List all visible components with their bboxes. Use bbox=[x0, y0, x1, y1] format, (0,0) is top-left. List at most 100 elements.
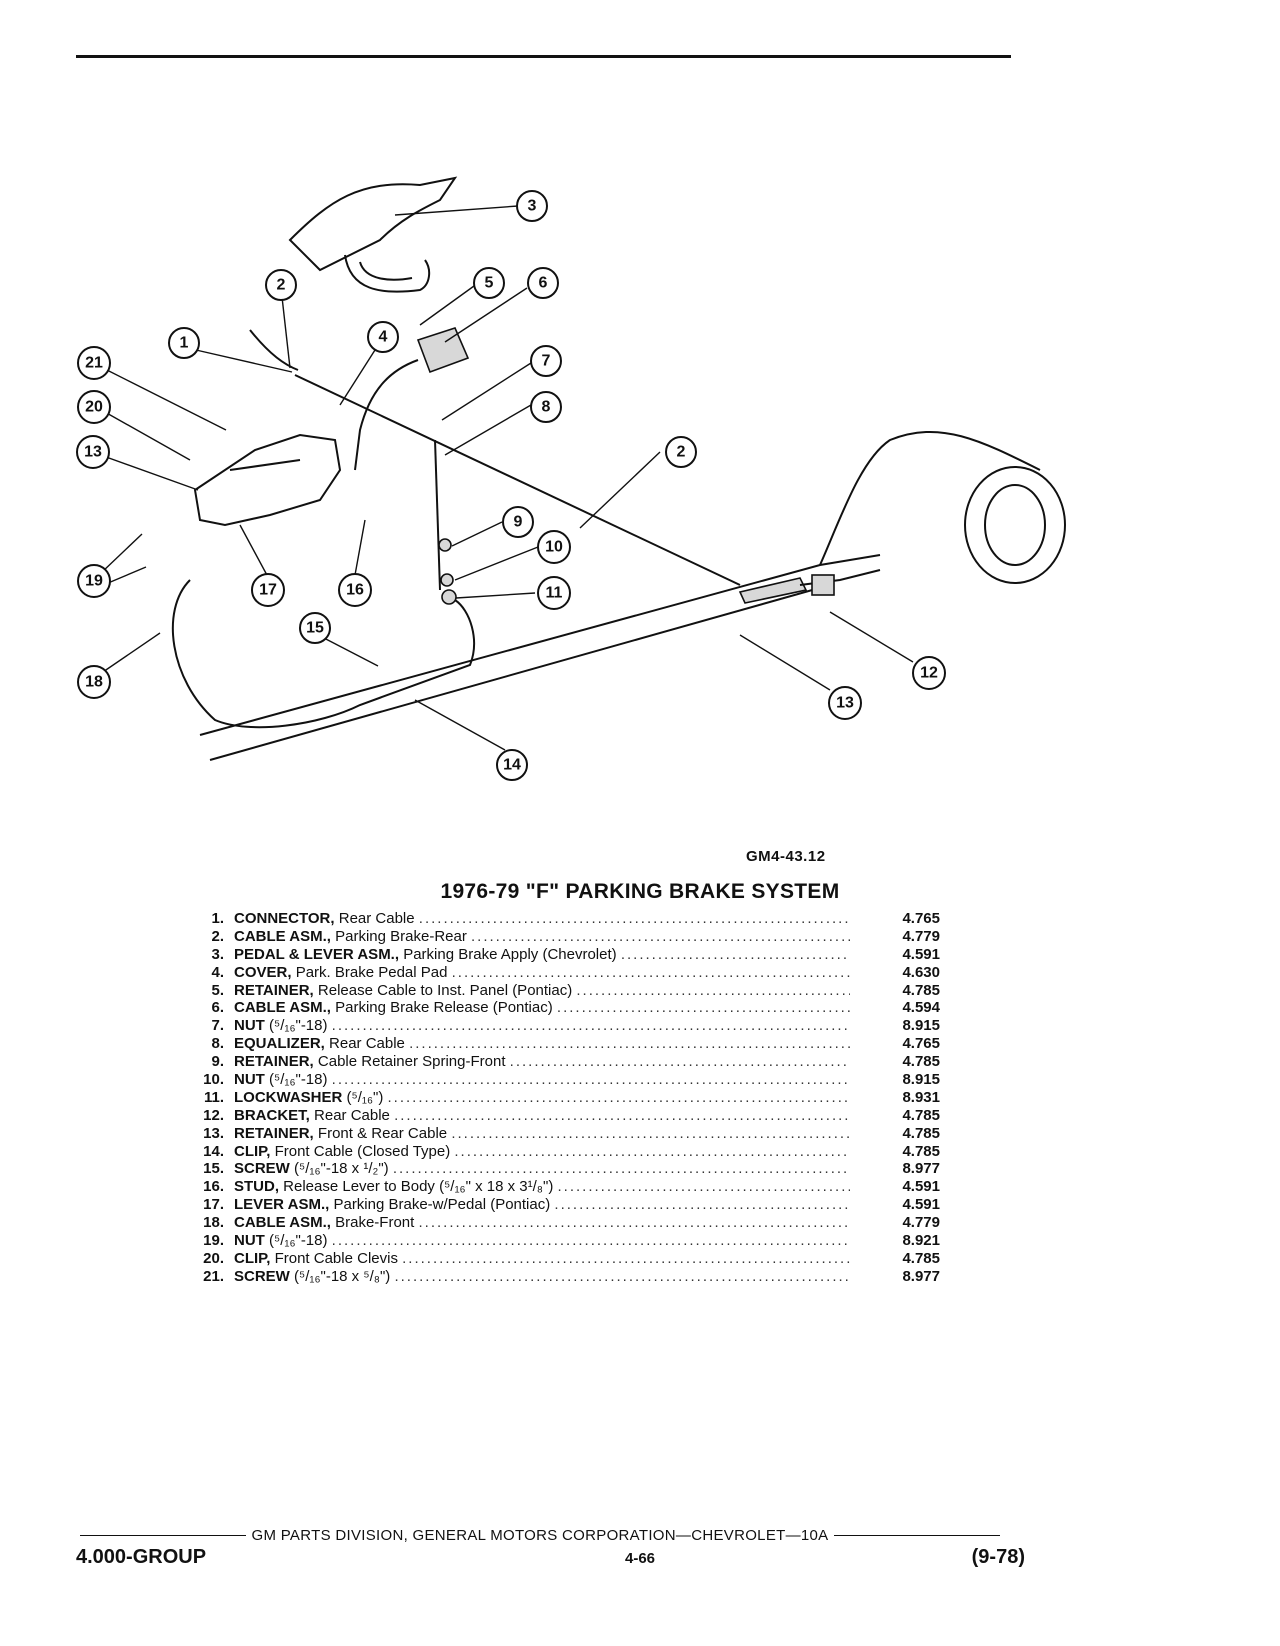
part-number: 12. bbox=[203, 1106, 224, 1124]
callout-1: 1 bbox=[168, 327, 200, 359]
parts-row: 18.CABLE ASM., Brake-Front .............… bbox=[180, 1214, 940, 1232]
part-number: 14. bbox=[203, 1142, 224, 1160]
group-number: 4.785 bbox=[902, 1053, 940, 1071]
part-description: RETAINER, Front & Rear Cable ...........… bbox=[234, 1125, 850, 1143]
dot-leader: ........................................… bbox=[394, 1267, 850, 1285]
part-detail: Parking Brake-Rear bbox=[335, 927, 467, 945]
group-number: 4.785 bbox=[902, 1124, 940, 1142]
figure-code: GM4-43.12 bbox=[746, 848, 826, 865]
diagram-drawing bbox=[171, 176, 1066, 761]
part-name: CABLE ASM., bbox=[234, 999, 331, 1017]
part-detail: (⁵/₁₆"-18) bbox=[269, 1017, 328, 1035]
part-name: PEDAL & LEVER ASM., bbox=[234, 945, 400, 963]
part-name: CLIP, bbox=[234, 1249, 271, 1267]
callout-21: 21 bbox=[77, 346, 111, 380]
dot-leader: ........................................… bbox=[331, 1232, 850, 1250]
part-detail: Front Cable Clevis bbox=[274, 1249, 398, 1267]
dot-leader: ........................................… bbox=[387, 1088, 851, 1106]
part-name: SCREW bbox=[234, 1160, 290, 1178]
part-name: RETAINER, bbox=[234, 981, 314, 999]
callout-14: 14 bbox=[496, 749, 528, 781]
part-number: 3. bbox=[211, 945, 224, 963]
group-number: 4.785 bbox=[902, 1106, 940, 1124]
callout-4: 4 bbox=[367, 321, 399, 353]
part-name: LEVER ASM., bbox=[234, 1196, 330, 1214]
group-number: 8.977 bbox=[902, 1267, 940, 1285]
part-description: CABLE ASM., Brake-Front ................… bbox=[234, 1214, 850, 1232]
parts-row: 19.NUT (⁵/₁₆"-18) ......................… bbox=[180, 1232, 940, 1250]
callout-20: 20 bbox=[77, 390, 111, 424]
part-number: 5. bbox=[211, 981, 224, 999]
callout-12: 12 bbox=[912, 656, 946, 690]
group-number: 4.785 bbox=[902, 1142, 940, 1160]
group-number: 4.779 bbox=[902, 927, 940, 945]
callout-2-upper: 2 bbox=[265, 269, 297, 301]
parts-row: 3. PEDAL & LEVER ASM., Parking Brake Appl… bbox=[180, 946, 940, 964]
part-description: BRACKET, Rear Cable ....................… bbox=[234, 1107, 850, 1125]
group-number: 4.765 bbox=[902, 1035, 940, 1053]
parts-row: 14.CLIP, Front Cable (Closed Type) .....… bbox=[180, 1143, 940, 1161]
svg-text:13: 13 bbox=[836, 695, 854, 712]
part-detail: Rear Cable bbox=[338, 910, 415, 927]
parts-row: 1.CONNECTOR, Rear Cable ................… bbox=[180, 910, 940, 928]
part-description: COVER, Park. Brake Pedal Pad ...........… bbox=[234, 964, 850, 982]
svg-text:16: 16 bbox=[346, 582, 364, 599]
parts-row: 17. LEVER ASM., Parking Brake-w/Pedal (Po… bbox=[180, 1196, 940, 1214]
part-number: 17. bbox=[203, 1196, 224, 1214]
svg-text:20: 20 bbox=[85, 399, 103, 416]
svg-text:2: 2 bbox=[677, 444, 686, 461]
svg-text:5: 5 bbox=[485, 275, 494, 292]
part-detail: (⁵/₁₆"-18 x ¹/₂") bbox=[294, 1160, 389, 1178]
part-name: RETAINER, bbox=[234, 1124, 314, 1142]
part-detail: Release Cable to Inst. Panel (Pontiac) bbox=[317, 981, 573, 999]
parts-row: 15.SCREW (⁵/₁₆"-18 x ¹/₂") .............… bbox=[180, 1160, 940, 1178]
parts-table-title: 1976-79 "F" PARKING BRAKE SYSTEM bbox=[440, 880, 840, 903]
svg-text:4: 4 bbox=[379, 329, 388, 346]
callout-13-left: 13 bbox=[76, 435, 110, 469]
part-detail: Parking Brake Apply (Chevrolet) bbox=[403, 945, 617, 963]
part-description: SCREW (⁵/₁₆"-18 x ⁵/₈") ................… bbox=[234, 1268, 850, 1286]
svg-text:18: 18 bbox=[85, 674, 103, 691]
svg-text:11: 11 bbox=[546, 585, 563, 602]
svg-text:1: 1 bbox=[180, 335, 189, 352]
part-name: NUT bbox=[234, 1232, 265, 1250]
callout-8: 8 bbox=[530, 391, 562, 423]
part-number: 9. bbox=[211, 1053, 224, 1071]
dot-leader: ........................................… bbox=[451, 1124, 850, 1142]
footer-division-line: GM PARTS DIVISION, GENERAL MOTORS CORPOR… bbox=[80, 1527, 1000, 1544]
svg-text:12: 12 bbox=[920, 665, 938, 682]
dot-leader: ........................................… bbox=[392, 1160, 850, 1178]
part-name: CABLE ASM., bbox=[234, 1214, 331, 1232]
group-number: 8.915 bbox=[902, 1071, 940, 1089]
part-number: 11. bbox=[203, 1088, 224, 1106]
part-number: 19. bbox=[203, 1232, 224, 1250]
part-detail: Parking Brake-w/Pedal (Pontiac) bbox=[333, 1196, 551, 1214]
parts-row: 4.COVER, Park. Brake Pedal Pad .........… bbox=[180, 964, 940, 982]
svg-text:3: 3 bbox=[528, 198, 537, 215]
part-name: SCREW bbox=[234, 1267, 290, 1285]
part-number: 8. bbox=[211, 1035, 224, 1053]
dot-leader: ........................................… bbox=[509, 1053, 850, 1071]
part-name: STUD, bbox=[234, 1178, 279, 1196]
group-number: 8.931 bbox=[902, 1088, 940, 1106]
part-detail: (⁵/₁₆") bbox=[346, 1088, 384, 1106]
callout-10: 10 bbox=[537, 530, 571, 564]
parts-row: 21.SCREW (⁵/₁₆"-18 x ⁵/₈") .............… bbox=[180, 1268, 940, 1286]
part-detail: Park. Brake Pedal Pad bbox=[295, 963, 448, 981]
parts-row: 8.EQUALIZER, Rear Cable ................… bbox=[180, 1035, 940, 1053]
svg-text:9: 9 bbox=[514, 514, 523, 531]
parts-list: 1.CONNECTOR, Rear Cable ................… bbox=[180, 910, 940, 1286]
part-detail: Release Lever to Body (⁵/₁₆" x 18 x 3¹/₈… bbox=[283, 1178, 554, 1196]
part-description: LOCKWASHER (⁵/₁₆") .....................… bbox=[234, 1089, 850, 1107]
parts-row: 13.RETAINER, Front & Rear Cable ........… bbox=[180, 1125, 940, 1143]
dot-leader: ........................................… bbox=[576, 981, 850, 999]
part-description: NUT (⁵/₁₆"-18) .........................… bbox=[234, 1071, 850, 1089]
part-detail: (⁵/₁₆"-18) bbox=[269, 1071, 328, 1089]
group-number: 4.785 bbox=[902, 1249, 940, 1267]
group-number: 8.915 bbox=[902, 1017, 940, 1035]
svg-text:6: 6 bbox=[539, 275, 548, 292]
parking-brake-diagram: 3 2 5 6 4 1 21 7 20 8 13 2 19 9 10 11 17… bbox=[76, 176, 1066, 781]
part-description: CABLE ASM., Parking Brake-Rear .........… bbox=[234, 928, 850, 946]
group-number: 4.785 bbox=[902, 981, 940, 999]
dot-leader: ........................................… bbox=[471, 927, 850, 945]
